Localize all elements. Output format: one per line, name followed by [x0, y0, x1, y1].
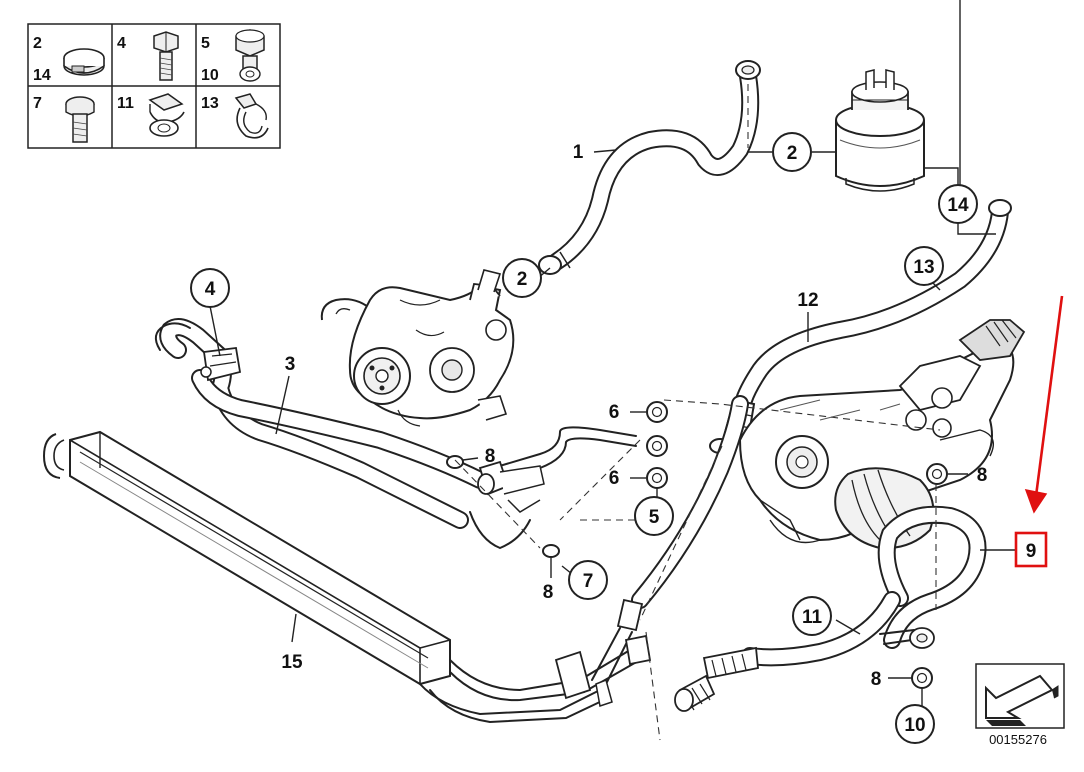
callout-3[interactable]: 3 [285, 354, 296, 375]
hex-bolt-icon [153, 31, 179, 81]
arrow-down-left-icon [975, 663, 1065, 729]
legend-cell-hollow-bolt: 7 [33, 95, 95, 143]
svg-text:4: 4 [205, 279, 216, 300]
callout-8-low[interactable]: 8 [543, 582, 554, 603]
callout-8-left[interactable]: 8 [485, 446, 496, 467]
red-pointer-arrow-icon [1024, 295, 1064, 514]
legend-cell-bolt: 4 [117, 31, 179, 81]
legend-cell-banjo: 5 10 [201, 29, 265, 84]
cooler-15-oil-cooler [42, 430, 652, 724]
callouts-circled: 2 2 4 5 7 10 11 13 [190, 132, 978, 744]
callout-1[interactable]: 1 [573, 142, 584, 163]
callout-6-top[interactable]: 6 [609, 402, 620, 423]
legend-num-2: 2 [33, 35, 42, 52]
legend-cell-spring-clip: 13 [201, 93, 269, 139]
svg-text:10: 10 [904, 715, 925, 736]
legend-num-10: 10 [201, 67, 219, 84]
banjo-bolt-icon [235, 29, 265, 82]
callout-2-mid[interactable]: 2 [502, 258, 542, 298]
callout-9[interactable]: 9 [1026, 541, 1037, 562]
legend-num-14: 14 [33, 67, 51, 84]
bracket-clip-icon [148, 93, 185, 137]
legend-num-11: 11 [117, 95, 134, 112]
dashed-guides [454, 84, 941, 741]
hose-3-pressure-line [154, 318, 637, 550]
callout-8-right[interactable]: 8 [977, 465, 988, 486]
hollow-bolt-icon [65, 96, 95, 143]
svg-text:5: 5 [649, 507, 660, 528]
hose-clamp-icon [63, 48, 105, 76]
hose-1-feed-hose [538, 60, 761, 275]
callout-10[interactable]: 10 [895, 704, 935, 744]
legend-num-13: 13 [201, 95, 219, 112]
callout-12[interactable]: 12 [797, 290, 818, 311]
callout-6-bot[interactable]: 6 [609, 468, 620, 489]
fluid-reservoir [835, 69, 925, 192]
svg-text:14: 14 [947, 195, 969, 216]
power-steering-pump [320, 269, 515, 427]
callout-5[interactable]: 5 [634, 496, 674, 536]
legend-num-4: 4 [117, 35, 126, 52]
svg-text:2: 2 [787, 143, 798, 164]
diagram-code: 00155276 [989, 732, 1047, 747]
callout-8-bottom[interactable]: 8 [871, 669, 882, 690]
steering-gear-rack [738, 319, 1026, 550]
callout-13[interactable]: 13 [904, 246, 944, 286]
legend-cell-clamp: 2 14 [33, 35, 105, 84]
svg-text:2: 2 [517, 269, 528, 290]
highlight-callout-9[interactable]: 9 [1014, 531, 1048, 568]
callout-11[interactable]: 11 [792, 596, 832, 636]
hose-11-return-line [674, 627, 935, 712]
svg-text:7: 7 [583, 571, 594, 592]
callout-7[interactable]: 7 [568, 560, 608, 600]
legend-num-7: 7 [33, 95, 42, 112]
legend-num-5: 5 [201, 35, 210, 52]
legend-grid: 2 14 4 [27, 23, 281, 149]
callouts-plain: 1 3 6 6 8 8 8 8 12 15 [281, 142, 987, 690]
callout-2-top[interactable]: 2 [772, 132, 812, 172]
svg-text:11: 11 [802, 607, 823, 628]
callout-15[interactable]: 15 [281, 652, 303, 673]
washers-and-bolts [446, 401, 948, 689]
legend-cell-bracket: 11 [117, 93, 185, 137]
leader-lines [209, 0, 1016, 708]
svg-text:13: 13 [913, 257, 934, 278]
hose-9-return-line [741, 505, 987, 667]
spring-clip-icon [234, 93, 269, 139]
callout-4[interactable]: 4 [190, 268, 230, 308]
callout-14[interactable]: 14 [938, 184, 978, 224]
